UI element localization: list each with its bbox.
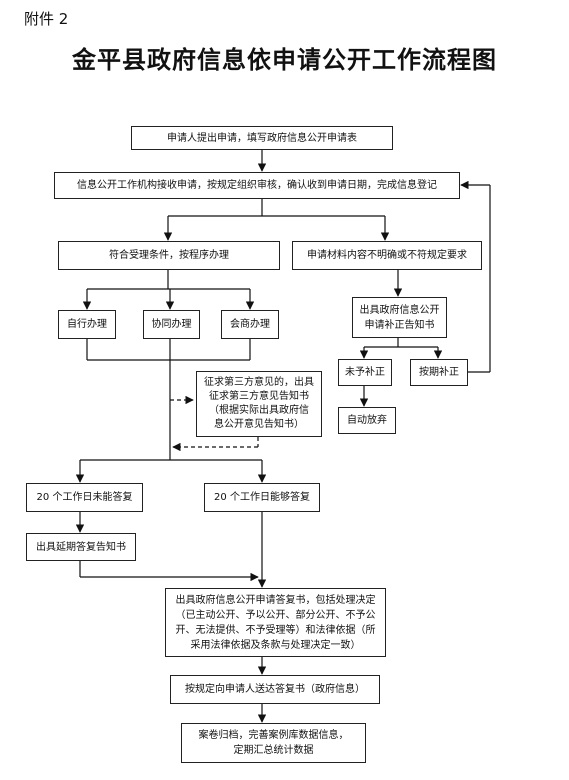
step-not-reply-within-20-days: 20 个工作日未能答复 xyxy=(26,483,143,512)
attachment-label: 附件 2 xyxy=(24,10,69,28)
step-self-handle: 自行办理 xyxy=(58,310,116,339)
step-incomplete-materials: 申请材料内容不明确或不符规定要求 xyxy=(292,241,482,270)
step-consultation-handle: 会商办理 xyxy=(221,310,279,339)
step-receive-and-register: 信息公开工作机构接收申请，按规定组织审核，确认收到申请日期，完成信息登记 xyxy=(54,172,460,199)
step-correction-notice: 出具政府信息公开 申请补正告知书 xyxy=(352,297,447,338)
step-cooperative-handle: 协同办理 xyxy=(143,310,200,339)
step-issue-reply-document: 出具政府信息公开申请答复书，包括处理决定 （已主动公开、予以公开、部分公开、不予… xyxy=(165,588,386,657)
step-timely-supplement: 按期补正 xyxy=(410,359,468,386)
step-deliver-reply: 按规定向申请人送达答复书（政府信息） xyxy=(170,675,380,704)
step-meets-conditions: 符合受理条件，按程序办理 xyxy=(58,241,280,270)
step-extension-notice: 出具延期答复告知书 xyxy=(26,533,136,561)
step-submit-application: 申请人提出申请，填写政府信息公开申请表 xyxy=(131,126,393,150)
page-title: 金平县政府信息依申请公开工作流程图 xyxy=(72,45,497,74)
step-archive-and-statistics: 案卷归档，完善案例库数据信息， 定期汇总统计数据 xyxy=(181,723,366,763)
step-no-supplement: 未予补正 xyxy=(338,359,392,386)
step-third-party-opinion: 征求第三方意见的，出具 征求第三方意见告知书 （根据实际出具政府信 息公开意见告… xyxy=(196,371,322,437)
step-auto-abandon: 自动放弃 xyxy=(338,407,396,434)
step-reply-within-20-days: 20 个工作日能够答复 xyxy=(204,483,320,512)
